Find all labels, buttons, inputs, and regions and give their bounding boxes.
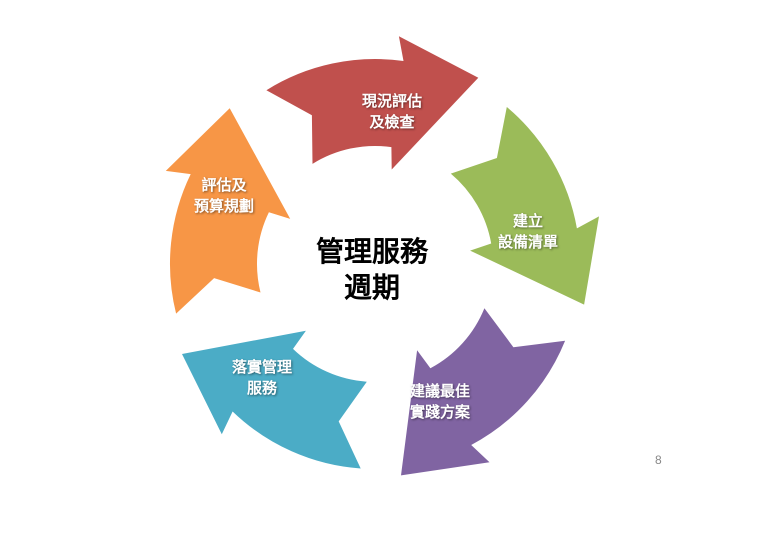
cycle-arrow-assess [266, 36, 479, 170]
step-label-line: 服務 [246, 379, 278, 397]
step-label-line: 落實管理 [231, 358, 293, 376]
cycle-title-line: 管理服務 [315, 235, 429, 268]
cycle-arrow-implement [182, 330, 367, 469]
step-label-implement: 落實管理服務 [232, 357, 292, 399]
step-label-budget: 評估及預算規劃 [194, 175, 254, 217]
cycle-arrow-inventory [450, 107, 599, 305]
cycle-title: 管理服務週期 [316, 234, 428, 306]
step-label-line: 現況評估 [361, 92, 423, 110]
cycle-title-line: 週期 [343, 271, 401, 304]
step-label-assess: 現況評估及檢查 [362, 91, 422, 133]
step-label-line: 設備清單 [497, 233, 559, 251]
step-label-line: 建立 [512, 212, 544, 230]
step-label-line: 評估及 [201, 176, 247, 194]
step-label-line: 預算規劃 [193, 197, 255, 215]
cycle-arrow-best-practice [401, 308, 566, 476]
page-number: 8 [655, 453, 662, 467]
step-label-best-practice: 建議最佳實踐方案 [410, 381, 470, 423]
step-label-line: 建議最佳 [409, 382, 471, 400]
cycle-arrow-budget [165, 108, 291, 314]
step-label-line: 實踐方案 [409, 403, 471, 421]
step-label-line: 及檢查 [369, 113, 415, 131]
step-label-inventory: 建立設備清單 [498, 211, 558, 253]
